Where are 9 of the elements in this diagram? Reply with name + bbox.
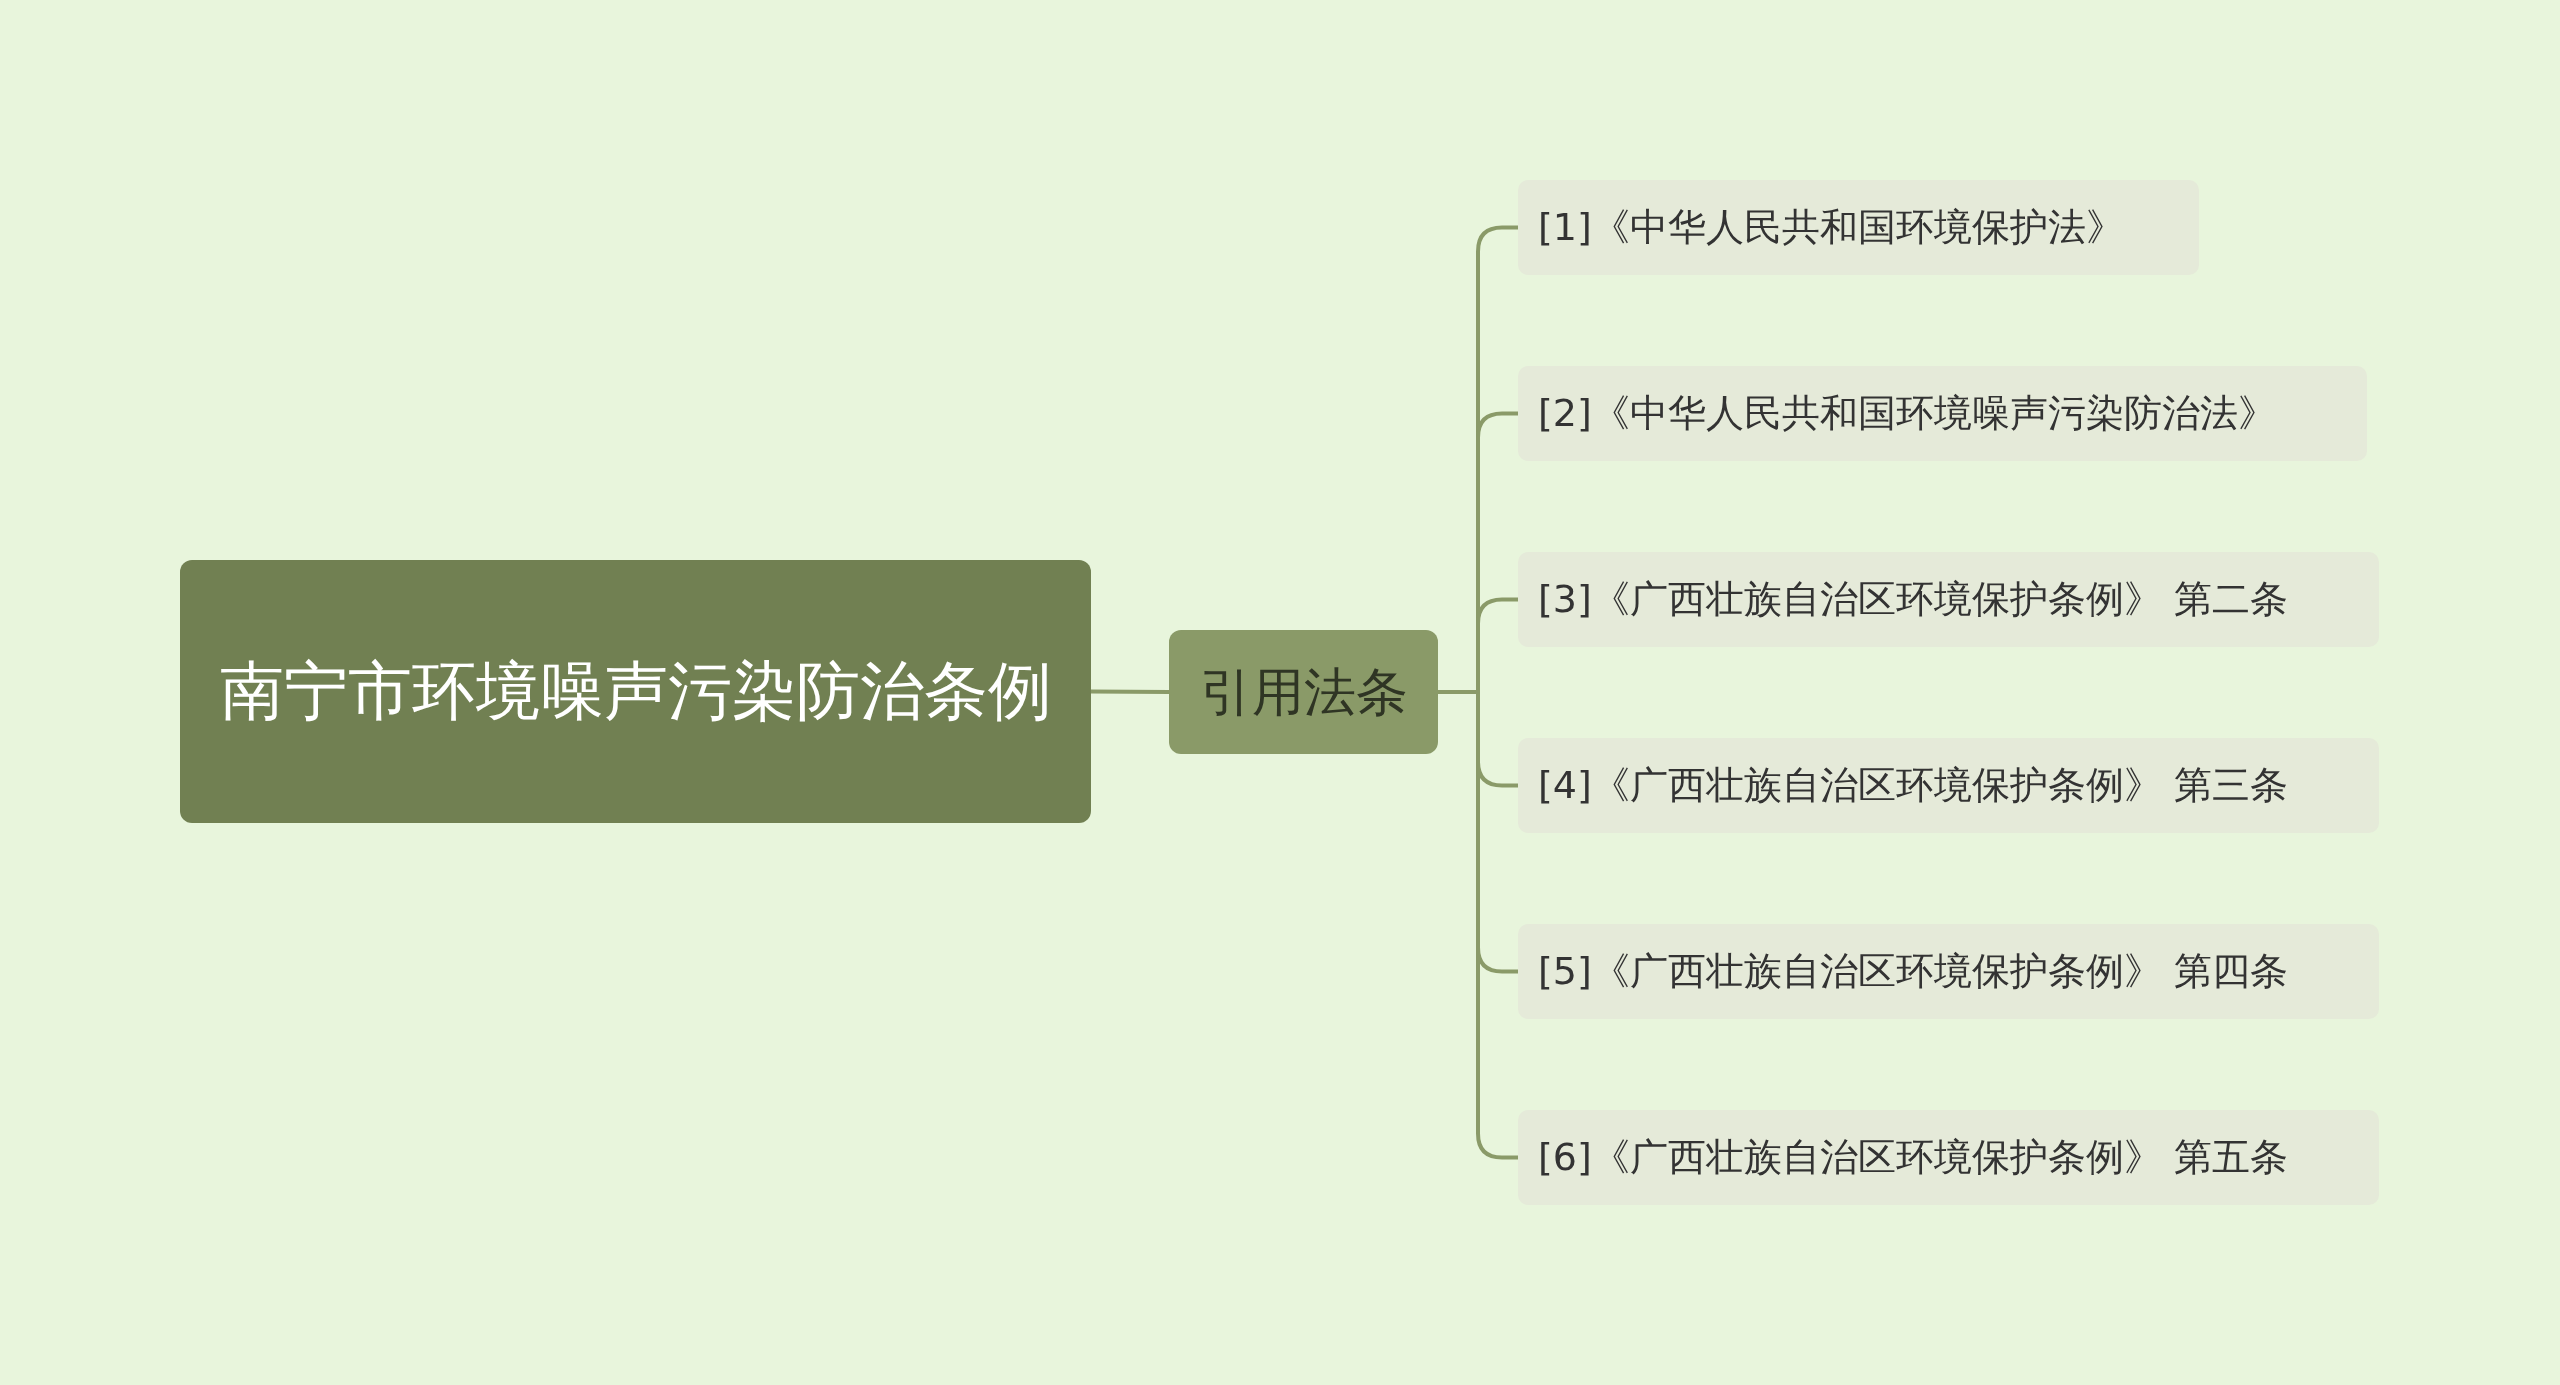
reference-box: [1]《中华人民共和国环境保护法》 — [1518, 180, 2199, 275]
reference-box: [5]《广西壮族自治区环境保护条例》 第四条 — [1518, 924, 2379, 1019]
reference-box: [3]《广西壮族自治区环境保护条例》 第二条 — [1518, 552, 2379, 647]
subtopic-box: 引用法条 — [1169, 630, 1438, 754]
reference-box: [2]《中华人民共和国环境噪声污染防治法》 — [1518, 366, 2367, 461]
reference-box: [4]《广西壮族自治区环境保护条例》 第三条 — [1518, 738, 2379, 833]
root-topic-box: 南宁市环境噪声污染防治条例 — [180, 560, 1091, 823]
reference-box: [6]《广西壮族自治区环境保护条例》 第五条 — [1518, 1110, 2379, 1205]
connector-line — [1091, 689, 1169, 694]
